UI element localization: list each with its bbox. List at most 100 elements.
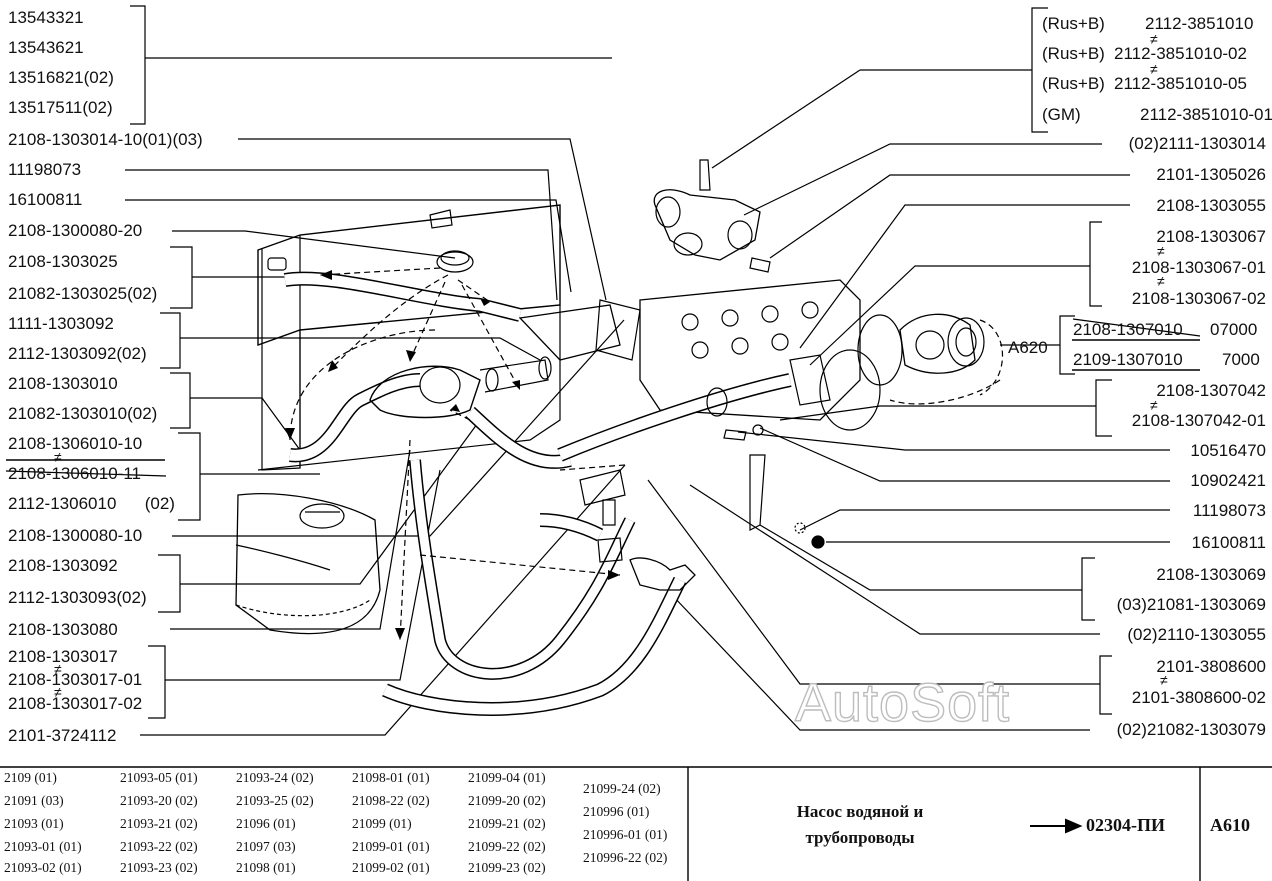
- label-2101-3724112: 2101-3724112: [8, 726, 117, 745]
- label-13543621: 13543621: [8, 38, 84, 57]
- not-equal-sign: ≠: [54, 449, 62, 465]
- label-2108-1303017-01: 2108-1303017-01: [8, 670, 143, 689]
- label-2108-1300080-10: 2108-1300080-10: [8, 526, 143, 545]
- title-line-2: трубопроводы: [805, 828, 915, 847]
- label-2112-1303093-02: 2112-1303093(02): [8, 588, 147, 607]
- label-a620: A620: [1008, 338, 1048, 357]
- label-16100811-left: 16100811: [8, 190, 83, 209]
- label-2108-1303067-02: 2108-1303067-02: [1131, 289, 1266, 308]
- model-cell: 21099 (01): [352, 816, 412, 831]
- not-equal-sign: ≠: [1150, 61, 1158, 77]
- label-sensor-part-4: 2112-3851010-01: [1140, 105, 1272, 124]
- label-2101-3808600: 2101-3808600: [1156, 657, 1266, 676]
- model-cell: 210996 (01): [583, 804, 650, 819]
- label-13517511-02: 13517511(02): [8, 98, 113, 117]
- label-2108-1303080: 2108-1303080: [8, 620, 118, 639]
- model-cell: 21093-21 (02): [120, 816, 198, 831]
- model-cell: 21098-01 (01): [352, 770, 430, 785]
- label-11198073-right: 11198073: [1192, 501, 1266, 520]
- label-2108-1306010-10: 2108-1306010-10: [8, 434, 143, 453]
- label-2108-1303025: 2108-1303025: [8, 252, 118, 271]
- label-sensor-variant-2: (Rus+B): [1042, 44, 1105, 63]
- not-equal-sign: ≠: [54, 684, 62, 700]
- label-sensor-variant-4: (GM): [1042, 105, 1081, 124]
- model-cell: 210996-01 (01): [583, 827, 668, 842]
- model-cell: 21093-20 (02): [120, 793, 198, 808]
- label-2108-1306010-11: 2108-1306010-11: [8, 464, 141, 483]
- label-sensor-part-2: 2112-3851010-02: [1114, 44, 1247, 63]
- label-sensor-part-1: 2112-3851010: [1145, 14, 1254, 33]
- label-2108-1303010: 2108-1303010: [8, 374, 118, 393]
- model-cell: 21091 (03): [4, 793, 64, 808]
- label-7000: 7000: [1222, 350, 1260, 369]
- label-2108-1303067-01: 2108-1303067-01: [1131, 258, 1266, 277]
- label-2108-1303014-10: 2108-1303014-10(01)(03): [8, 130, 203, 149]
- label-2108-1303017-02: 2108-1303017-02: [8, 694, 143, 713]
- model-cell: 21099-02 (01): [352, 860, 430, 875]
- model-cell: 21099-04 (01): [468, 770, 546, 785]
- label-2108-1303017: 2108-1303017: [8, 647, 118, 666]
- label-10516470: 10516470: [1190, 441, 1266, 460]
- label-2108-1307042: 2108-1307042: [1156, 381, 1266, 400]
- label-13516821-02: 13516821(02): [8, 68, 114, 87]
- label-1111-1303092: 1111-1303092: [8, 314, 114, 333]
- label-sensor-variant-1: (Rus+B): [1042, 14, 1105, 33]
- label-2101-1305026: 2101-1305026: [1156, 165, 1266, 184]
- page-code: A610: [1210, 815, 1250, 835]
- model-cell: 21097 (03): [236, 839, 296, 854]
- label-21082-1303025-02: 21082-1303025(02): [8, 284, 158, 303]
- model-cell: 21093 (01): [4, 816, 64, 831]
- model-cell: 21099-22 (02): [468, 839, 546, 854]
- label-16100811-right: 16100811: [1191, 533, 1266, 552]
- label-2108-1307042-01: 2108-1307042-01: [1131, 411, 1266, 430]
- model-cell: 21093-05 (01): [120, 770, 198, 785]
- label-2108-1303055: 2108-1303055: [1156, 196, 1266, 215]
- model-cell: 21093-02 (01): [4, 860, 82, 875]
- model-cell: 21099-23 (02): [468, 860, 546, 875]
- label-13543321: 13543321: [8, 8, 84, 27]
- watermark: AutoSoft: [794, 672, 1011, 733]
- not-equal-sign: ≠: [1160, 672, 1168, 688]
- model-cell: 210996-22 (02): [583, 850, 668, 865]
- model-cell: 21096 (01): [236, 816, 296, 831]
- model-cell: 21099-20 (02): [468, 793, 546, 808]
- model-cell: 2109 (01): [4, 770, 57, 785]
- not-equal-sign: ≠: [1150, 31, 1158, 47]
- model-cell: 21099-01 (01): [352, 839, 430, 854]
- model-cell: 21093-22 (02): [120, 839, 198, 854]
- label-02-21082-1303079: (02)21082-1303079: [1116, 720, 1266, 739]
- model-cell: 21093-01 (01): [4, 839, 82, 854]
- label-2109-1307010: 2109-1307010: [1073, 350, 1183, 369]
- label-2108-1303067: 2108-1303067: [1156, 227, 1266, 246]
- model-cell: 21099-24 (02): [583, 781, 661, 796]
- label-02-2110-1303055: (02)2110-1303055: [1127, 625, 1266, 644]
- label-10902421: 10902421: [1190, 471, 1266, 490]
- label-2108-1303069: 2108-1303069: [1156, 565, 1266, 584]
- title-line-1: Насос водяной и: [796, 802, 924, 821]
- label-sensor-variant-3: (Rus+B): [1042, 74, 1105, 93]
- label-2108-1300080-20: 2108-1300080-20: [8, 221, 143, 240]
- label-2108-1303092: 2108-1303092: [8, 556, 118, 575]
- model-cell: 21093-25 (02): [236, 793, 314, 808]
- label-2108-1307010: 2108-1307010: [1073, 320, 1183, 339]
- model-cell: 21099-21 (02): [468, 816, 546, 831]
- model-cell: 21093-24 (02): [236, 770, 314, 785]
- label-2112-1306010-02: 2112-1306010 (02): [8, 494, 175, 513]
- label-2101-3808600-02: 2101-3808600-02: [1131, 688, 1266, 707]
- label-02-2111-1303014: (02)2111-1303014: [1128, 134, 1266, 153]
- not-equal-sign: ≠: [1157, 243, 1165, 259]
- label-sensor-part-3: 2112-3851010-05: [1114, 74, 1247, 93]
- reference-code[interactable]: 02304-ПИ: [1086, 815, 1165, 835]
- model-cell: 21098 (01): [236, 860, 296, 875]
- model-cell: 21098-22 (02): [352, 793, 430, 808]
- label-11198073-left: 11198073: [8, 160, 82, 179]
- label-2112-1303092-02: 2112-1303092(02): [8, 344, 147, 363]
- not-equal-sign: ≠: [1157, 273, 1165, 289]
- not-equal-sign: ≠: [54, 661, 62, 677]
- label-21082-1303010-02: 21082-1303010(02): [8, 404, 158, 423]
- label-07000: 07000: [1210, 320, 1258, 339]
- label-03-21081-1303069: (03)21081-1303069: [1116, 595, 1266, 614]
- not-equal-sign: ≠: [1150, 397, 1158, 413]
